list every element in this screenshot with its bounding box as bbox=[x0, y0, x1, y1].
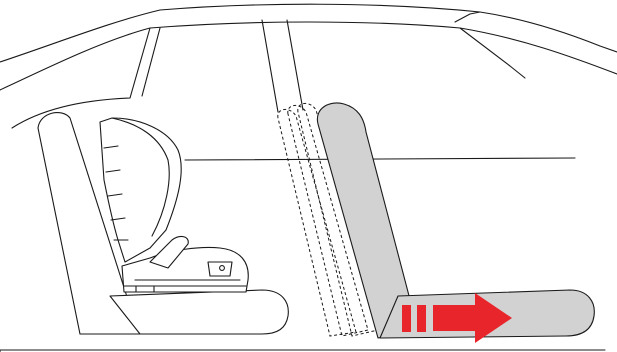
b-pillar-right bbox=[287, 20, 303, 110]
booster-seat-icon bbox=[100, 118, 248, 292]
rear-pillar bbox=[142, 28, 160, 96]
booster-backrest bbox=[100, 118, 181, 262]
arrow-bar-1 bbox=[402, 305, 411, 332]
roof-ridge bbox=[455, 12, 480, 22]
arrow-bar-2 bbox=[417, 305, 426, 332]
rear-seat-cushion bbox=[110, 290, 288, 334]
rear-pillar-2 bbox=[130, 28, 150, 98]
belt-line bbox=[185, 158, 575, 160]
booster-base bbox=[122, 247, 248, 292]
front-window-edge bbox=[460, 28, 525, 78]
roof-line bbox=[0, 4, 617, 62]
roof-inner-line bbox=[0, 22, 617, 90]
front-seat-icon bbox=[317, 103, 594, 338]
b-pillar-left bbox=[262, 20, 278, 112]
